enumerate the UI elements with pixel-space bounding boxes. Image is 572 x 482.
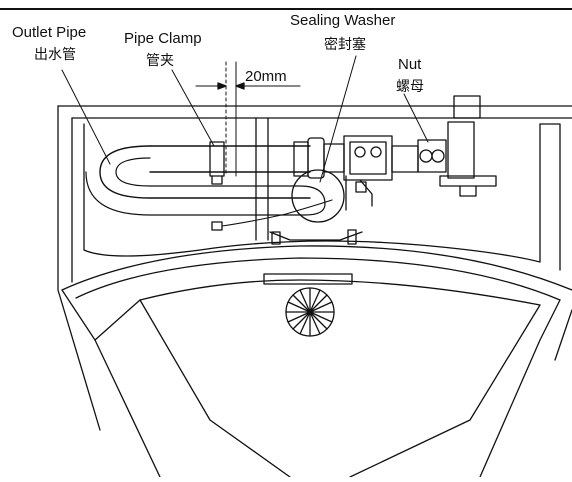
leader-outlet-pipe: [61, 69, 111, 165]
supply-pipe-body: [447, 121, 475, 179]
bowl-left-crease: [94, 299, 141, 341]
leader-nut: [403, 93, 429, 143]
bowl-right-outer: [554, 309, 572, 361]
sensor-wire: [221, 199, 333, 227]
sealing-washer-label-zh: 密封塞: [324, 37, 366, 53]
outlet-pipe-label-zh: 出水管: [34, 47, 76, 63]
tray-right-wall: [539, 123, 561, 271]
bowl-left-edge: [61, 289, 161, 478]
supply-pipe-flange: [439, 175, 497, 187]
bowl-top-curve: [61, 245, 572, 291]
drain-spokes: [285, 287, 335, 337]
bowl-top-curve-inner: [75, 257, 561, 301]
outlet-pipe-upper: [149, 145, 311, 173]
center-divider: [255, 117, 269, 241]
funnel-left: [139, 299, 291, 478]
washer-wiring: [345, 175, 373, 211]
outlet-pipe-bend-outer: [99, 145, 311, 199]
inner-tray: [83, 123, 541, 263]
funnel-right: [349, 304, 541, 478]
dim-arrowhead-right: [235, 82, 245, 90]
supply-pipe-tip: [459, 185, 477, 197]
pipe-fitting-1: [293, 141, 309, 177]
drain-plate: [263, 273, 353, 285]
leader-pipe-clamp: [171, 69, 215, 147]
bowl-right-edge: [479, 299, 561, 478]
sealing-washer-shape: [291, 169, 345, 223]
sealing-washer-label: Sealing Washer: [290, 12, 396, 29]
pipe-clamp-label-zh: 管夹: [146, 53, 174, 69]
dim-arrowhead-left: [217, 82, 227, 90]
washer-connector: [355, 181, 367, 193]
pipe-clamp-shape: [209, 141, 225, 177]
nut-hole-2: [431, 149, 445, 163]
nut-shape: [417, 139, 447, 173]
nut-label: Nut: [398, 56, 422, 73]
nut-hole-1: [419, 149, 433, 163]
valve-bolt-1: [354, 146, 366, 158]
nut-label-zh: 螺母: [396, 79, 424, 95]
outlet-pipe-label: Outlet Pipe: [12, 24, 87, 41]
valve-bolt-2: [370, 146, 382, 158]
dimension-label: 20mm: [245, 68, 287, 85]
valve-outlet: [391, 145, 419, 173]
valve-inner: [349, 141, 387, 175]
supply-pipe-top: [453, 95, 481, 119]
bowl-ridge: [139, 279, 541, 306]
pipe-clamp-foot: [211, 175, 223, 185]
leader-sealing-washer: [319, 55, 357, 183]
pipe-clamp-label: Pipe Clamp: [124, 30, 202, 47]
basin-left-outer: [57, 105, 101, 431]
control-post-right: [347, 229, 357, 245]
control-post-left: [271, 231, 281, 245]
sensor-plug: [211, 221, 223, 231]
outlet-pipe-bend-inner: [85, 157, 326, 216]
